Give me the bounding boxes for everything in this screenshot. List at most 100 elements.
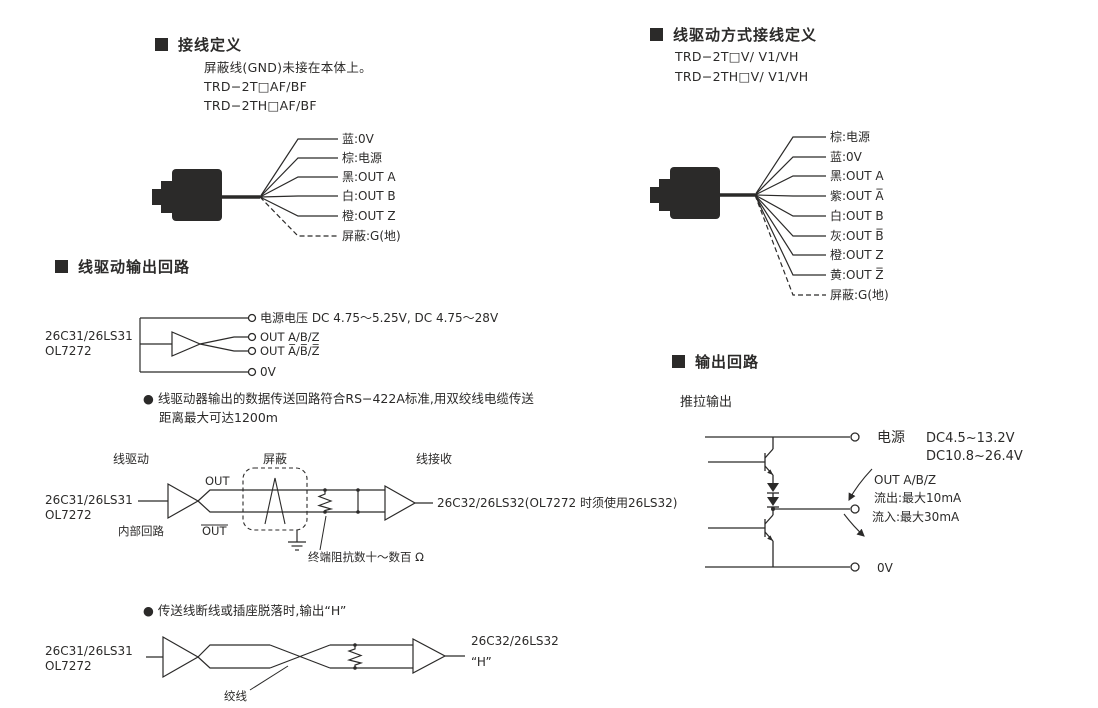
section-title-output-circuit: 输出回路: [695, 353, 760, 371]
termination-leader-line: [319, 515, 327, 551]
section-title-wiring-def: 接线定义: [178, 36, 243, 54]
break-circuit-diagram: 26C31/26LS31 OL7272 26C32/26LS32 “H” 绞线: [45, 634, 559, 703]
ground-symbol: [288, 530, 306, 551]
npn-transistor-lower: [708, 509, 774, 567]
wire-label: 黄:OUT Z̅: [830, 267, 884, 282]
sink-current-label: 流入:最大30mA: [872, 510, 960, 524]
protection-diodes: [767, 475, 779, 509]
encoder-pictogram: [650, 167, 720, 219]
push-pull-subtitle: 推拉输出: [680, 395, 733, 410]
driver-chip-label: 26C31/26LS31: [45, 493, 133, 507]
voltage-range-2: DC10.8~26.4V: [926, 449, 1023, 464]
section-bullet-square: [55, 260, 68, 273]
driver-triangle: [162, 635, 200, 679]
receiver-chip-label: 26C32/26LS32: [471, 634, 559, 648]
transmission-circuit: 线驱动 屏蔽 线接收 26C31/26LS31 OL7272 OUT OUT 内…: [45, 451, 678, 564]
shield-boundary: [242, 467, 308, 531]
twisted-leader-line: [249, 665, 289, 691]
shield-wire-dashed: [754, 194, 826, 296]
wire-label: 白:OUT B: [342, 188, 396, 203]
push-pull-circuit: 电源 DC4.5~13.2V DC10.8~26.4V OUT A/B/Z 流出…: [705, 430, 1023, 575]
sink-current-arrow: [843, 513, 865, 537]
receiver-triangle: [384, 484, 417, 522]
voltage-range-1: DC4.5~13.2V: [926, 431, 1015, 446]
terminals: [850, 432, 860, 572]
driver-chip-label2: OL7272: [45, 508, 92, 522]
power-label: 电源: [877, 430, 905, 446]
zero-v-terminal: [247, 367, 257, 377]
break-note-text: ● 传送线断线或插座脱落时,输出“H”: [143, 603, 347, 618]
zero-v-label: 0V: [877, 561, 894, 575]
line-driver-output-circuit: 26C31/26LS31 OL7272 电源电压 DC 4.75〜5.25V, …: [45, 311, 499, 379]
terminals: [247, 313, 257, 377]
model-number-2: TRD−2TH□AF/BF: [204, 98, 317, 113]
break-note: ● 传送线断线或插座脱落时,输出“H”: [143, 601, 346, 620]
out-bar-terminal: [247, 346, 257, 356]
npn-transistor-upper: [708, 437, 774, 476]
section-header-line-driver-output: 线驱动输出回路: [55, 256, 190, 277]
wire-label: 紫:OUT A̅: [830, 188, 884, 203]
twisted-pair-label: 绞线: [224, 689, 247, 703]
driver-section-label: 线驱动: [113, 452, 149, 466]
circuit-wires: [139, 317, 248, 373]
model-number-2: TRD−2TH□V/ V1/VH: [675, 69, 809, 84]
zero-v-label: 0V: [260, 365, 277, 379]
shield-note: 屏蔽线(GND)未接在本体上。: [204, 60, 372, 75]
encoder-wiring-diagram: 蓝:0V 棕:电源 黑:OUT A 白:OUT B 橙:OUT Z 屏蔽:G(地…: [152, 132, 401, 243]
termination-resistor: [346, 645, 364, 668]
shield-conductor: [264, 477, 286, 525]
wire-label: 黑:OUT A: [342, 170, 396, 184]
out-terminal: [850, 504, 860, 514]
section-bullet-square: [672, 355, 685, 368]
supply-voltage-label: 电源电压 DC 4.75〜5.25V, DC 4.75〜28V: [260, 311, 499, 325]
wire-label: 黑:OUT A: [830, 169, 884, 183]
out-pos-label: OUT A/B/Z: [260, 330, 320, 344]
section-bullet-square: [155, 38, 168, 51]
wire-fanout: [259, 138, 338, 237]
termination-resistor: [317, 490, 334, 512]
wire-label: 蓝:0V: [830, 150, 863, 164]
emitter-arrow-lower: [767, 535, 773, 541]
section-header-line-driver-wiring: 线驱动方式接线定义: [650, 24, 817, 45]
wire-label: 白:OUT B: [830, 208, 884, 223]
shield-wire-label: 屏蔽:G(地): [830, 288, 889, 302]
driver-triangle: [167, 482, 200, 520]
wire-label: 棕:电源: [830, 129, 870, 144]
section-header-wiring-def: 接线定义: [155, 34, 242, 55]
receiver-chip-label: 26C32/26LS32(OL7272 时须使用26LS32): [437, 495, 678, 510]
wire-label: 橙:OUT Z: [830, 247, 884, 262]
out-label: OUT: [205, 474, 230, 488]
out-terminal: [247, 332, 257, 342]
out-neg-label: OUT A̅/B̅/Z̅: [260, 343, 320, 358]
source-current-label: 流出:最大10mA: [874, 491, 962, 505]
model-number-1: TRD−2T□V/ V1/VH: [675, 49, 799, 64]
crossed-pair-wires: [146, 644, 413, 669]
source-current-arrow: [848, 468, 873, 501]
model-number-1: TRD−2T□AF/BF: [204, 79, 308, 94]
zero-v-terminal: [850, 562, 860, 572]
supply-terminal: [247, 313, 257, 323]
driver-chip-label: 26C31/26LS31: [45, 329, 133, 343]
wiring-def-text: 屏蔽线(GND)未接在本体上。 TRD−2T□AF/BF TRD−2TH□AF/…: [204, 58, 372, 115]
wire-label: 棕:电源: [342, 150, 382, 165]
output-h-label: “H”: [471, 655, 492, 669]
wire-label: 蓝:0V: [342, 132, 375, 146]
receiver-section-label: 线接收: [416, 451, 452, 466]
shield-wire-label: 屏蔽:G(地): [342, 229, 401, 243]
wire-fanout: [754, 136, 826, 296]
junction-dots: [323, 488, 360, 514]
wire-label: 橙:OUT Z: [342, 208, 396, 223]
shield-wire-dashed: [259, 196, 338, 237]
buffer-triangle: [171, 331, 202, 357]
shield-section-label: 屏蔽: [263, 452, 287, 466]
encoder-pictogram: [152, 169, 222, 221]
rs422-note: ● 线驱动器输出的数据传送回路符合RS−422A标准,用双绞线电缆传送 距离最大…: [143, 389, 534, 427]
wire-label: 灰:OUT B̅: [830, 228, 884, 243]
rs422-note-line2: 距离最大可达1200m: [159, 410, 278, 425]
emitter-arrow-upper: [767, 469, 773, 475]
driver-chip-label2: OL7272: [45, 659, 92, 673]
junction-dots: [353, 643, 357, 670]
line-driver-models: TRD−2T□V/ V1/VH TRD−2TH□V/ V1/VH: [675, 47, 808, 87]
line-driver-encoder-diagram: 棕:电源 蓝:0V 黑:OUT A 紫:OUT A̅ 白:OUT B 灰:OUT…: [650, 129, 889, 302]
